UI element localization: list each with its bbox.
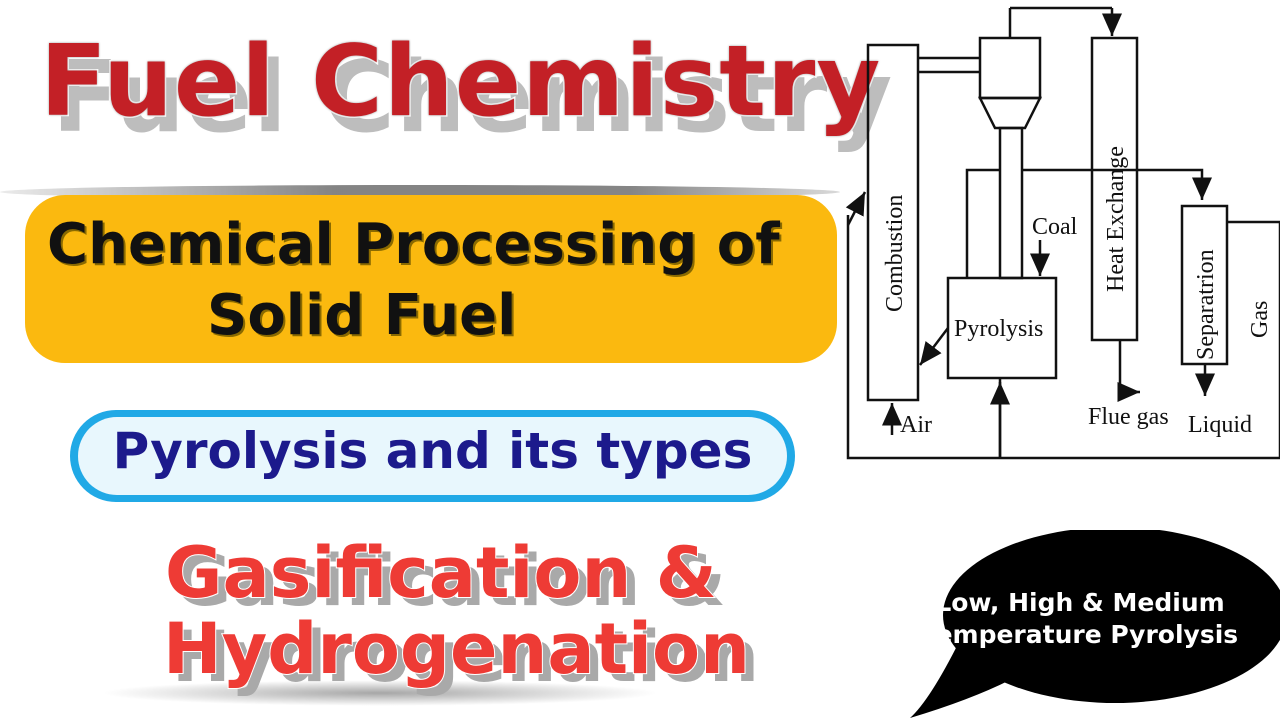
subtopic-line-2: Hydrogenation (162, 608, 751, 690)
cyclone-cone (977, 96, 1043, 130)
loop-arrow (845, 191, 867, 226)
topic-pill: Pyrolysis and its types (70, 410, 795, 502)
banner-line-1: Chemical Processing of (47, 212, 780, 277)
speech-bubble (910, 530, 1280, 718)
title-shadow: Fuel Chemistry (52, 41, 894, 155)
outer-loop-line (846, 215, 1280, 460)
flue-gas-arrow (1117, 340, 1140, 402)
subtopic-line-2-shadow: Hydrogenation (172, 616, 759, 698)
chemical-processing-banner: Chemical Processing of Solid Fuel (25, 195, 837, 363)
char-arrow (919, 327, 949, 366)
topic-label: Pyrolysis and its types (112, 422, 753, 480)
coal-label: Coal (1032, 214, 1078, 240)
bubble-line-1: Low, High & Medium (935, 588, 1225, 617)
flue-gas-label: Flue gas (1088, 404, 1169, 430)
subtopic-line-1: Gasification & (164, 532, 718, 614)
banner-line-2: Solid Fuel (207, 283, 517, 348)
subtopic-floor-shadow (100, 680, 660, 706)
subtopic-line-1-shadow: Gasification & (174, 540, 726, 622)
pyrolysis-process-diagram: Combustion Heat Exchange Separatrion Gas… (845, 6, 1280, 460)
cyclone-top (978, 36, 1042, 100)
heat-exchange-label: Heat Exchange (1103, 146, 1129, 292)
riser-tube (998, 126, 1024, 280)
title-banner: Fuel Chemistry Fuel Chemistry (0, 25, 892, 205)
bubble-line-2: Temperature Pyrolysis (921, 620, 1239, 649)
page-title: Fuel Chemistry (38, 25, 882, 139)
topic-pill-inner (78, 417, 787, 495)
liquid-label: Liquid (1188, 412, 1252, 438)
gas-label: Gas (1247, 301, 1273, 338)
pyrolysis-label: Pyrolysis (954, 316, 1043, 342)
separation-label: Separatrion (1193, 249, 1219, 360)
combustion-column (866, 43, 920, 402)
heat-exchange-column (1090, 36, 1139, 342)
combustion-label: Combustion (882, 195, 908, 312)
air-label: Air (900, 412, 932, 438)
